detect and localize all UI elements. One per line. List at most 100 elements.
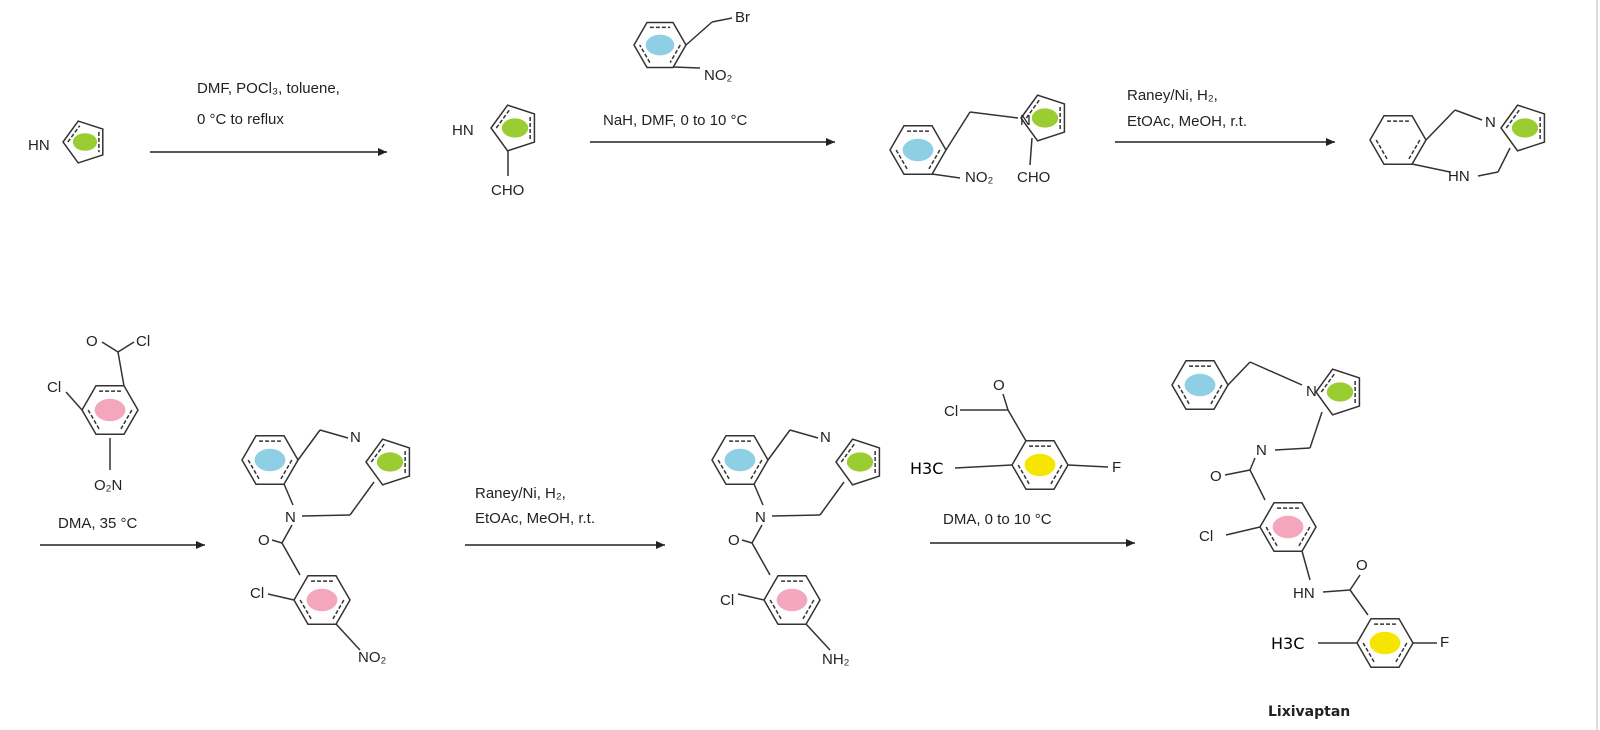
reaction-arrow-3-head bbox=[1326, 138, 1335, 146]
reaction-arrow-2-head bbox=[826, 138, 835, 146]
bond bbox=[685, 21, 713, 46]
atom-label: F bbox=[1112, 459, 1121, 476]
bond bbox=[751, 524, 763, 544]
bond bbox=[741, 539, 753, 544]
double-bond bbox=[1320, 373, 1335, 393]
pyrrole-ring-highlight bbox=[1511, 118, 1539, 138]
benzene-ring-highlight bbox=[1184, 373, 1216, 397]
bond bbox=[1301, 550, 1311, 581]
pyrrole-ring bbox=[490, 104, 536, 152]
bond bbox=[65, 391, 83, 411]
atom-label: Cl bbox=[720, 592, 734, 609]
double-bond bbox=[1177, 384, 1190, 405]
bond bbox=[117, 351, 125, 387]
double-bond bbox=[495, 109, 510, 129]
double-bond bbox=[928, 149, 941, 170]
atom-label: N bbox=[1256, 442, 1267, 459]
atom-label: N bbox=[285, 509, 296, 526]
bond bbox=[1309, 411, 1323, 449]
atom-label: N bbox=[1485, 114, 1496, 131]
double-bond bbox=[67, 125, 81, 143]
bond bbox=[789, 429, 819, 439]
benzene-ring-highlight bbox=[1272, 515, 1304, 539]
bond bbox=[301, 514, 351, 517]
double-bond bbox=[802, 599, 815, 620]
bond bbox=[1224, 469, 1251, 476]
atom-label: CHO bbox=[491, 182, 524, 199]
pyrrole-ring bbox=[1500, 104, 1546, 152]
bond bbox=[271, 539, 283, 544]
benzene-ring-highlight bbox=[306, 588, 338, 612]
pyrrole-ring-highlight bbox=[1326, 382, 1354, 402]
bond bbox=[1225, 526, 1261, 536]
bond bbox=[1349, 574, 1361, 591]
bond bbox=[1002, 393, 1009, 411]
double-bond bbox=[895, 149, 908, 170]
double-bond bbox=[120, 409, 133, 430]
reaction-arrow-1-head bbox=[378, 148, 387, 156]
bond bbox=[1029, 137, 1033, 166]
atom-label: O bbox=[728, 532, 740, 549]
double-bond bbox=[1265, 526, 1278, 547]
bond bbox=[1477, 171, 1499, 177]
atom-label: H3C bbox=[910, 459, 943, 478]
bond bbox=[1425, 109, 1456, 141]
double-bond bbox=[280, 459, 293, 480]
atom-label: NO₂ bbox=[965, 169, 994, 186]
bond bbox=[805, 623, 831, 651]
bond bbox=[319, 429, 349, 439]
double-bond bbox=[750, 459, 763, 480]
bond bbox=[281, 524, 293, 544]
step2-conditions: NaH, DMF, 0 to 10 °C bbox=[603, 112, 748, 129]
atom-label: O bbox=[993, 377, 1005, 394]
benzene-ring-highlight bbox=[724, 448, 756, 472]
double-bond bbox=[370, 443, 385, 463]
benzene-ring-highlight bbox=[94, 398, 126, 422]
atom-label: N bbox=[755, 509, 766, 526]
bond bbox=[767, 429, 791, 461]
atom-label: NO₂ bbox=[704, 67, 733, 84]
bond bbox=[1454, 109, 1483, 121]
atom-label: NH₂ bbox=[822, 651, 850, 668]
bond bbox=[101, 341, 119, 353]
bond bbox=[1249, 469, 1266, 501]
atom-label: Cl bbox=[944, 403, 958, 420]
double-bond bbox=[299, 599, 312, 620]
bond bbox=[1322, 589, 1351, 593]
bond bbox=[335, 623, 361, 651]
bond bbox=[1349, 589, 1369, 616]
double-bond bbox=[1298, 526, 1311, 547]
bond bbox=[751, 542, 771, 576]
atom-label: N bbox=[350, 429, 361, 446]
double-bond bbox=[1408, 139, 1421, 160]
atom-label: O bbox=[86, 333, 98, 350]
benzene-ring-highlight bbox=[645, 34, 675, 56]
atom-label: HN bbox=[1448, 168, 1470, 185]
atom-label: F bbox=[1440, 634, 1449, 651]
atom-label: Br bbox=[735, 9, 750, 26]
bond bbox=[281, 542, 301, 576]
step5-conditions-line1: Raney/Ni, H₂, bbox=[475, 485, 566, 502]
reaction-arrow-6-head bbox=[1126, 539, 1135, 547]
double-bond bbox=[1395, 642, 1408, 663]
bond bbox=[1411, 163, 1451, 173]
atom-label: Cl bbox=[47, 379, 61, 396]
atom-label: Cl bbox=[250, 585, 264, 602]
atom-label: Cl bbox=[136, 333, 150, 350]
step6-conditions: DMA, 0 to 10 °C bbox=[943, 511, 1052, 528]
atom-label: O bbox=[258, 532, 270, 549]
bond bbox=[711, 17, 733, 23]
bond bbox=[1497, 147, 1511, 173]
double-bond bbox=[1210, 384, 1223, 405]
right-border bbox=[1596, 0, 1598, 730]
bond bbox=[1067, 464, 1109, 468]
compound-name: Lixivaptan bbox=[1268, 704, 1350, 720]
benzene-ring bbox=[1369, 115, 1427, 165]
benzene-ring-highlight bbox=[254, 448, 286, 472]
bond bbox=[117, 341, 135, 353]
pyrrole-ring-highlight bbox=[846, 452, 874, 472]
double-bond bbox=[669, 44, 681, 63]
bond bbox=[969, 111, 1019, 119]
bond bbox=[771, 514, 821, 517]
bond bbox=[1007, 409, 1027, 442]
